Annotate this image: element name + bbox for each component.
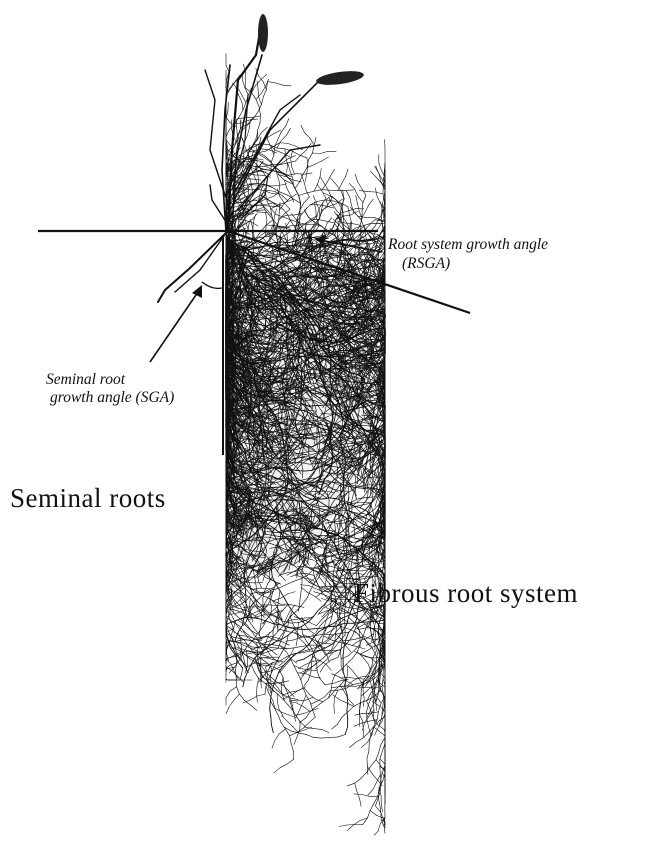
root-segment: [319, 577, 324, 583]
root-segment: [267, 190, 275, 191]
root-segment: [311, 701, 318, 705]
root-segment: [379, 213, 384, 220]
root-segment: [262, 663, 270, 664]
root-segment: [331, 178, 336, 184]
root-segment: [368, 646, 375, 650]
root-segment: [293, 579, 300, 582]
root-segment: [346, 685, 353, 689]
root-segment: [332, 623, 336, 630]
root-segment: [289, 619, 297, 620]
root-segment: [256, 615, 264, 617]
root-segment: [331, 657, 338, 660]
root-segment: [325, 650, 333, 651]
root-segment: [316, 664, 322, 669]
root-segment: [302, 580, 303, 588]
root-segment: [301, 588, 302, 596]
root-segment: [362, 569, 370, 571]
root-segment: [306, 190, 309, 197]
root-segment: [361, 650, 368, 654]
root-segment: [266, 588, 273, 592]
sga-arc: [202, 282, 222, 288]
root-segment: [346, 638, 351, 644]
root-segment: [320, 665, 324, 672]
root-segment: [230, 687, 237, 692]
root-segment: [258, 573, 259, 581]
seed-head-top: [258, 14, 268, 52]
root-segment: [282, 195, 288, 200]
root-segment: [278, 585, 285, 588]
root-segment: [351, 631, 354, 638]
root-segment: [315, 596, 321, 601]
root-segment: [316, 210, 317, 218]
root-segment: [310, 406, 318, 407]
root-segment: [338, 689, 346, 691]
root-segment: [285, 582, 292, 585]
root-segment: [365, 495, 370, 501]
root-segment: [273, 598, 281, 601]
root-segment: [302, 588, 308, 593]
root-segment: [303, 598, 308, 604]
root-segment: [260, 588, 268, 589]
root-segment: [244, 594, 251, 599]
root-segment: [317, 184, 322, 191]
root-segment: [322, 638, 323, 646]
root-segment: [350, 645, 358, 647]
root-segment: [321, 177, 325, 184]
root-segment: [304, 197, 310, 203]
root-segment: [300, 596, 301, 604]
root-segment: [322, 191, 326, 198]
root-segment: [257, 642, 258, 650]
sga-arrowhead: [192, 285, 202, 298]
root-segment: [239, 694, 244, 700]
root-segment: [348, 677, 356, 678]
root-segment: [250, 605, 255, 612]
root-segment: [234, 694, 239, 700]
root-segment: [377, 196, 380, 203]
root-segment: [237, 687, 240, 695]
root-segment: [288, 144, 296, 147]
root-segment: [226, 691, 230, 697]
root-segment: [307, 648, 315, 650]
seed-head-side: [315, 69, 364, 88]
root-segment: [370, 171, 376, 177]
root-segment: [247, 582, 255, 583]
root-segment: [353, 683, 361, 685]
root-segment: [314, 202, 316, 210]
root-segment: [251, 705, 257, 710]
root-segment: [301, 175, 304, 183]
root-segment: [362, 691, 368, 696]
root-segment: [334, 698, 335, 706]
root-segment: [356, 573, 364, 574]
root-segment: [359, 486, 367, 487]
root-segment: [229, 700, 234, 707]
root-segment: [264, 204, 272, 205]
root-segment: [250, 598, 251, 606]
root-segment: [280, 143, 288, 144]
root-segment: [304, 182, 306, 190]
root-segment: [288, 592, 296, 594]
root-segment: [385, 140, 386, 148]
root-segment: [278, 626, 284, 632]
root-segment: [260, 658, 267, 663]
root-segment: [258, 581, 261, 588]
root-segment: [226, 707, 229, 714]
root-segment: [372, 657, 373, 665]
root-segment: [287, 231, 288, 239]
root-segment: [326, 530, 334, 531]
root-segment: [313, 563, 317, 570]
root-segment: [334, 706, 335, 714]
